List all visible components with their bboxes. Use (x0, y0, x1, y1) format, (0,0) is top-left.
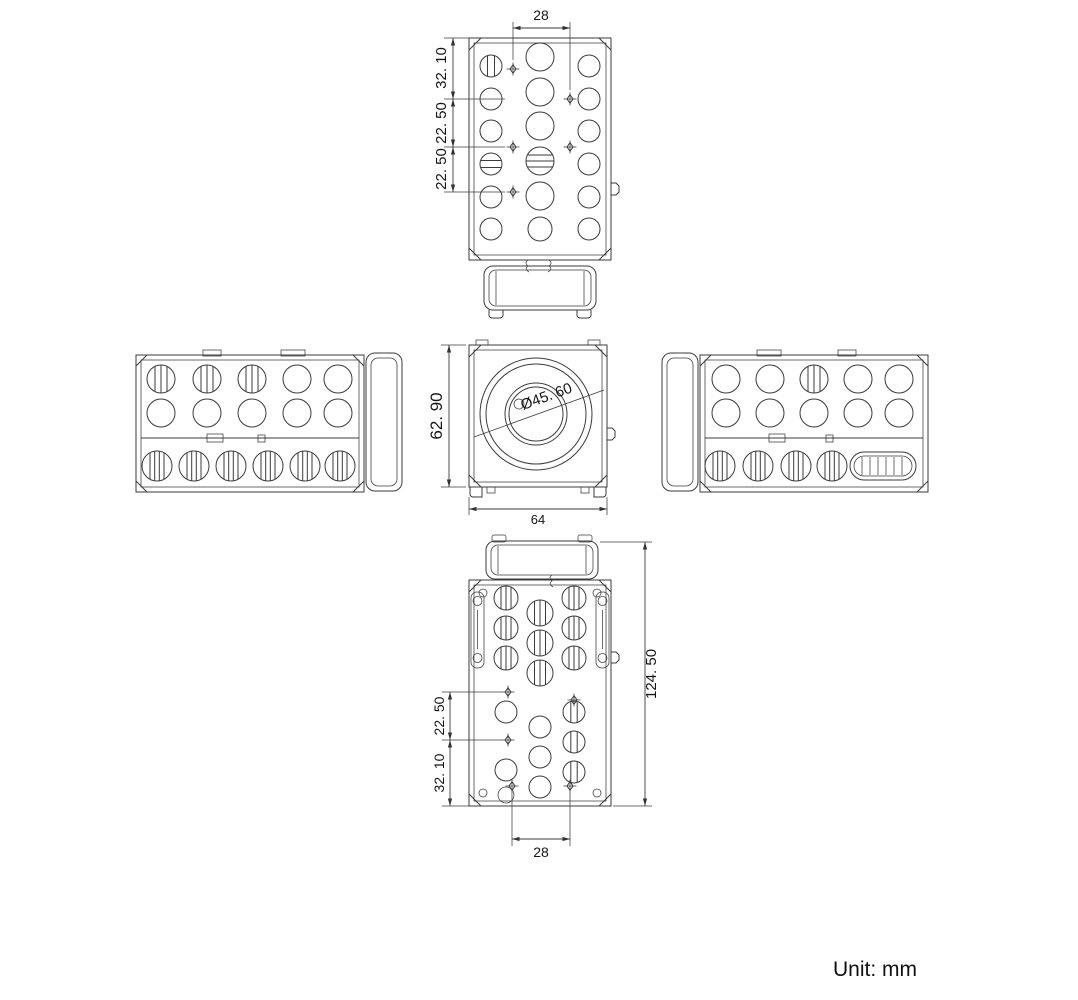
bottom-view-holes (493, 585, 587, 804)
left-side-view (135, 349, 403, 493)
bottom-view-side-slot-right (595, 591, 610, 669)
dim-label-top-h1: 32. 10 (433, 47, 450, 89)
left-view-fan (365, 352, 403, 492)
top-view-body (468, 37, 620, 261)
left-view-body (135, 349, 365, 493)
bottom-view-side-slot-left (470, 591, 485, 669)
dim-front-width: 64 (468, 497, 608, 527)
dim-label-bottom-height: 124. 50 (643, 649, 660, 699)
dim-bottom-height: 124. 50 (600, 541, 660, 807)
bottom-view-fan (485, 534, 599, 588)
dim-label-bottom-v2: 32. 10 (431, 753, 447, 792)
right-view-holes (704, 364, 917, 482)
dim-bottom-left-chain: 22. 50 32. 10 (431, 691, 502, 807)
top-view: 28 32. 10 22. 50 22. 50 (433, 7, 620, 319)
right-side-view (661, 349, 929, 493)
dim-label-top-width: 28 (533, 7, 549, 23)
top-view-fan (483, 259, 597, 319)
bottom-view: 124. 50 22. 50 32. 10 28 (431, 534, 660, 860)
right-view-grille-slot (849, 451, 917, 481)
front-view-body (468, 339, 616, 498)
dim-label-top-h2: 22. 50 (433, 102, 450, 144)
dim-label-front-width: 64 (531, 512, 545, 527)
dim-label-bottom-v1: 22. 50 (431, 696, 447, 735)
dim-label-top-h3: 22. 50 (433, 148, 450, 190)
front-view: Ø45. 60 62. 90 64 (427, 339, 616, 527)
top-view-holes (479, 42, 601, 242)
side-connector-bump (607, 427, 616, 441)
unit-label: Unit: mm (833, 958, 917, 981)
left-view-holes (141, 364, 356, 482)
dim-bottom-width: 28 (511, 792, 571, 860)
right-view-fan (661, 352, 699, 492)
dim-label-front-height: 62. 90 (427, 392, 446, 439)
bottom-view-body (468, 579, 620, 807)
dim-label-bottom-width: 28 (533, 844, 549, 860)
dim-top-width: 28 (512, 7, 571, 90)
side-connector-bump (611, 182, 620, 196)
dim-front-height: 62. 90 (427, 344, 466, 488)
dim-top-height-chain: 32. 10 22. 50 22. 50 (433, 37, 505, 193)
side-connector-bump (611, 651, 620, 664)
front-view-lens (479, 357, 593, 471)
right-view-body (699, 349, 929, 493)
